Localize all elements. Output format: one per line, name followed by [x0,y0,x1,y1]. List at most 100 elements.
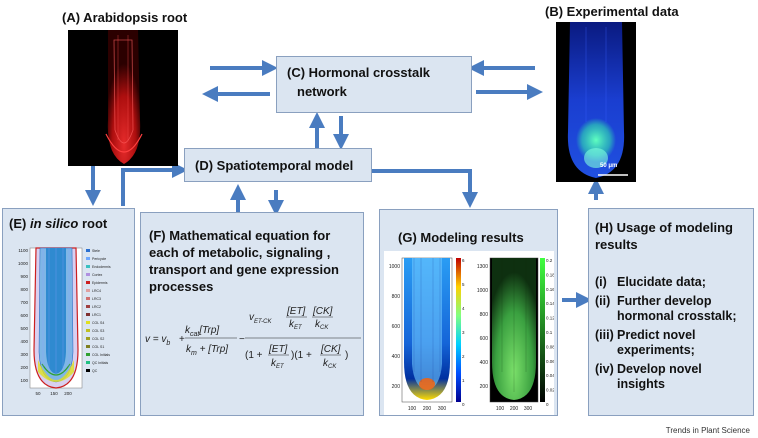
in-silico-legend-item: COL S4 [92,321,104,325]
legend-swatch [86,353,90,356]
in-silico-y-tick: 800 [20,287,28,292]
legend-swatch [86,329,90,332]
in-silico-legend-item: QC [92,369,98,373]
ml-colorbar-tick: 6 [462,258,465,263]
ml-y-tick: 800 [392,294,401,300]
legend-swatch [86,313,90,316]
mr-x-tick: 200 [510,406,519,412]
usage-item-text: Predict novel experiments; [617,328,696,357]
legend-swatch [86,281,90,284]
usage-item: (iii)Predict novel experiments; [595,328,747,358]
in-silico-legend-item: LRC3 [92,297,101,301]
mr-y-tick: 1000 [477,288,488,294]
svg-text:[CK]: [CK] [320,344,341,355]
ml-y-tick: 200 [392,384,401,390]
in-silico-legend-item: COL S1 [92,345,104,349]
in-silico-legend-item: COL S3 [92,329,104,333]
svg-text:km + [Trp]: km + [Trp] [186,344,228,357]
mathematical-equation-box: (F) Mathematical equation for each of me… [140,212,364,416]
in-silico-legend-item: Endodermis [92,265,111,269]
usage-item-number: (ii) [595,294,611,308]
ml-x-tick: 200 [423,406,432,412]
ml-y-tick: 400 [392,354,401,360]
in-silico-x-tick: 200 [64,391,72,396]
ml-colorbar-tick: 5 [462,282,465,287]
svg-text:−: − [239,334,245,345]
legend-swatch [86,361,90,364]
mr-colorbar-tick: 0.06 [546,359,554,364]
usage-item-number: (iii) [595,328,614,342]
mr-colorbar-tick: 0.16 [546,287,554,292]
ml-colorbar-tick: 2 [462,354,465,359]
usage-item: (ii) Further develop hormonal crosstalk; [595,294,747,324]
math-title: (F) Mathematical equation for each of me… [149,228,339,294]
legend-swatch [86,265,90,268]
label-experimental-data: (B) Experimental data [545,4,679,19]
svg-text:v = vb: v = vb [145,334,170,347]
footer-credit: Trends in Plant Science [665,426,750,435]
in-silico-legend-item: Pericycle [92,257,106,261]
ml-colorbar-tick: 4 [462,306,465,311]
experimental-data-image: 50 μm [556,22,636,182]
in-silico-legend-item: COL S2 [92,337,104,341]
ml-x-tick: 300 [438,406,447,412]
in-silico-legend-item: QC Initials [92,361,108,365]
legend-swatch [86,273,90,276]
in-silico-legend-item: Cortex [92,273,103,277]
in-silico-legend-item: LRC1 [92,313,101,317]
crosstalk-title-line1: (C) Hormonal crosstalk [287,65,431,80]
svg-text:+: + [179,334,185,345]
in-silico-y-tick: 1100 [18,248,28,253]
mr-colorbar-tick: 0 [546,402,549,407]
in-silico-title: (E) in silico root [9,216,108,231]
mr-colorbar-tick: 0.1 [546,330,553,335]
legend-swatch [86,249,90,252]
in-silico-y-tick: 500 [20,326,28,331]
mr-y-tick: 1300 [477,264,488,270]
usage-item-number: (i) [595,275,607,289]
in-silico-legend-item: Epidermis [92,281,108,285]
in-silico-y-tick: 700 [20,300,28,305]
in-silico-legend-item: LRC2 [92,305,101,309]
arrow-d-to-g [370,169,478,208]
usage-item: (iv)Develop novel insights [595,362,747,392]
legend-swatch [86,337,90,340]
ml-x-tick: 100 [408,406,417,412]
ml-colorbar-tick: 1 [462,378,465,383]
ml-y-tick: 600 [392,324,401,330]
mr-colorbar-tick: 0.08 [546,344,554,349]
usage-box: (H) Usage of modeling results (i)Elucida… [588,208,754,416]
spatiotemporal-model-box: (D) Spatiotemporal model [184,148,372,182]
spatiotemporal-title: (D) Spatiotemporal model [195,158,354,173]
ml-y-tick: 1000 [389,264,400,270]
svg-text:kCK: kCK [323,358,337,370]
legend-swatch [86,297,90,300]
mr-colorbar-tick: 0.18 [546,272,554,277]
svg-text:): ) [345,350,348,361]
modeling-results-title: (G) Modeling results [398,230,524,245]
in-silico-y-tick: 1000 [18,261,29,266]
mr-x-tick: 100 [496,406,505,412]
legend-swatch [86,321,90,324]
equation: v = vb + kcat[Trp] km + [Trp] − vET-CK [… [145,306,361,370]
in-silico-legend-item: COL Initials [92,353,110,357]
usage-item-text: Elucidate data; [617,275,706,289]
usage-item-text: Further develop hormonal crosstalk; [617,294,737,323]
usage-item-text: Develop novel insights [617,362,702,391]
in-silico-y-tick: 400 [20,339,28,344]
svg-text:vET-CK: vET-CK [249,312,272,325]
mr-colorbar-tick: 0.14 [546,301,554,306]
svg-text:[ET]: [ET] [268,344,288,355]
mr-colorbar-tick: 0.04 [546,373,554,378]
mr-colorbar-tick: 0.2 [546,258,553,263]
mr-y-tick: 800 [480,312,489,318]
mr-y-tick: 200 [480,384,489,390]
ml-colorbar-tick: 3 [462,330,465,335]
in-silico-legend-item: Stele [92,249,100,253]
legend-swatch [86,289,90,292]
legend-swatch [86,369,90,372]
in-silico-x-tick: 50 [35,391,41,396]
